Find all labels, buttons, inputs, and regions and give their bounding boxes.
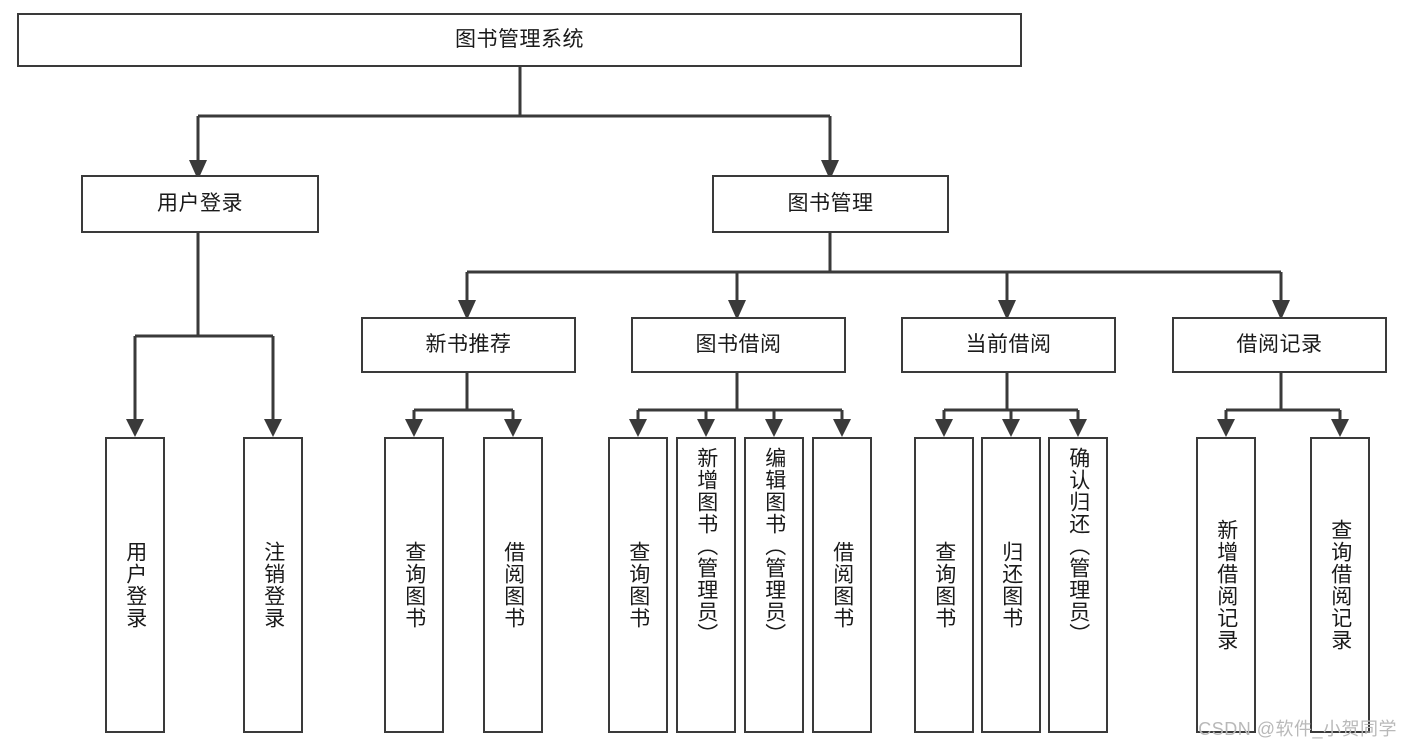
node-current-borrow[interactable]: 当前借阅 <box>901 317 1116 373</box>
node-book-borrow[interactable]: 图书借阅 <box>631 317 846 373</box>
node-book-manage-label: 图书管理 <box>787 192 874 216</box>
leaf-query-book-1-label: 查询图书 <box>402 541 426 629</box>
node-new-book-recommend[interactable]: 新书推荐 <box>361 317 576 373</box>
leaf-user-logout[interactable]: 注销登录 <box>243 437 303 733</box>
leaf-borrow-book-1-label: 借阅图书 <box>501 541 525 629</box>
leaf-borrow-book-2-label: 借阅图书 <box>830 541 854 629</box>
leaf-return-book-label: 归还图书 <box>999 541 1023 629</box>
leaf-edit-book[interactable]: 编辑图书（管理员） <box>744 437 804 733</box>
leaf-query-record-label: 查询借阅记录 <box>1328 519 1352 651</box>
node-root[interactable]: 图书管理系统 <box>17 13 1022 67</box>
leaf-confirm-return[interactable]: 确认归还（管理员） <box>1048 437 1108 733</box>
leaf-add-book[interactable]: 新增图书（管理员） <box>676 437 736 733</box>
leaf-query-book-2-label: 查询图书 <box>626 541 650 629</box>
leaf-borrow-book-1[interactable]: 借阅图书 <box>483 437 543 733</box>
leaf-return-book[interactable]: 归还图书 <box>981 437 1041 733</box>
leaf-query-book-2[interactable]: 查询图书 <box>608 437 668 733</box>
leaf-borrow-book-2[interactable]: 借阅图书 <box>812 437 872 733</box>
leaf-add-record-label: 新增借阅记录 <box>1214 519 1238 651</box>
leaf-user-logout-label: 注销登录 <box>261 541 285 629</box>
node-root-label: 图书管理系统 <box>455 28 584 52</box>
leaf-user-login[interactable]: 用户登录 <box>105 437 165 733</box>
leaf-query-book-1[interactable]: 查询图书 <box>384 437 444 733</box>
watermark-text: CSDN @软件_小贺同学 <box>1198 719 1397 739</box>
leaf-add-book-label: 新增图书（管理员） <box>694 447 718 645</box>
node-user-login[interactable]: 用户登录 <box>81 175 319 233</box>
node-user-login-label: 用户登录 <box>157 192 243 216</box>
leaf-edit-book-label: 编辑图书（管理员） <box>762 447 786 645</box>
leaf-query-book-3-label: 查询图书 <box>932 541 956 629</box>
node-current-borrow-label: 当前借阅 <box>965 333 1052 357</box>
leaf-user-login-label: 用户登录 <box>123 541 147 629</box>
leaf-add-record[interactable]: 新增借阅记录 <box>1196 437 1256 733</box>
leaf-query-book-3[interactable]: 查询图书 <box>914 437 974 733</box>
node-new-book-recommend-label: 新书推荐 <box>425 333 512 357</box>
leaf-query-record[interactable]: 查询借阅记录 <box>1310 437 1370 733</box>
node-borrow-record[interactable]: 借阅记录 <box>1172 317 1387 373</box>
node-borrow-record-label: 借阅记录 <box>1236 333 1323 357</box>
node-book-manage[interactable]: 图书管理 <box>712 175 949 233</box>
leaf-confirm-return-label: 确认归还（管理员） <box>1066 447 1090 645</box>
node-book-borrow-label: 图书借阅 <box>695 333 782 357</box>
